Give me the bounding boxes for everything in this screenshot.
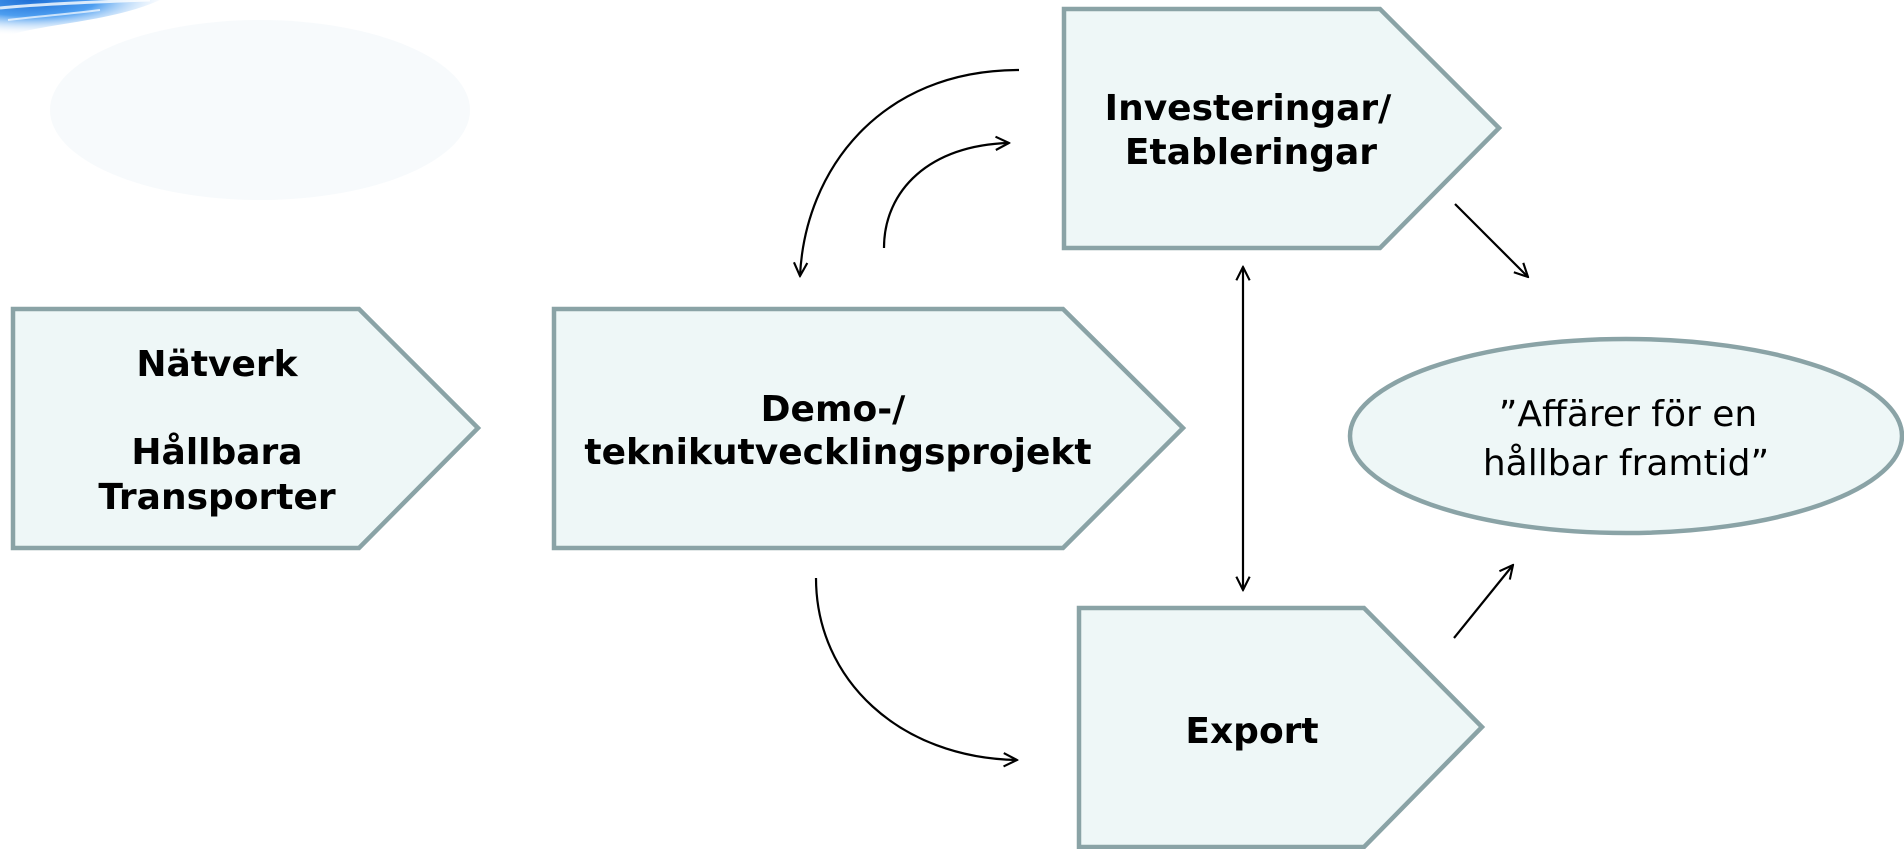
node-natverk-line2: Hållbara <box>131 432 302 473</box>
arrow-investeringar-to-demo <box>800 68 1020 276</box>
node-investeringar: Investeringar/ Etableringar <box>1061 6 1503 251</box>
node-investeringar-shape <box>1061 6 1503 251</box>
node-natverk-shape <box>10 306 482 551</box>
node-export: Export <box>1076 605 1486 849</box>
arrow-demo-to-investeringar <box>882 143 1009 249</box>
node-export-line1: Export <box>1185 711 1318 752</box>
node-natverk-line1: Nätverk <box>136 344 298 385</box>
logo-icon <box>0 0 470 200</box>
node-demo: Demo-/ teknikutvecklingsprojekt <box>551 306 1187 551</box>
arrow-investeringar-to-goal <box>1454 203 1528 277</box>
node-natverk: Nätverk Hållbara Transporter <box>10 306 482 551</box>
node-goal-shape <box>1347 336 1904 536</box>
node-goal-line2: hållbar framtid” <box>1483 443 1769 484</box>
node-demo-line2: teknikutvecklingsprojekt <box>584 432 1091 473</box>
node-demo-line1: Demo-/ <box>761 389 906 430</box>
node-goal-line1: ”Affärer för en <box>1499 394 1757 435</box>
node-demo-shape <box>551 306 1187 551</box>
node-export-shape <box>1076 605 1486 849</box>
node-natverk-line3: Transporter <box>98 477 336 518</box>
arrow-export-to-goal <box>1453 565 1513 639</box>
arrow-demo-to-export <box>814 577 1017 760</box>
node-investeringar-line1: Investeringar/ <box>1105 88 1392 129</box>
node-goal: ”Affärer för en hållbar framtid” <box>1347 336 1904 536</box>
node-investeringar-line2: Etableringar <box>1125 132 1377 173</box>
